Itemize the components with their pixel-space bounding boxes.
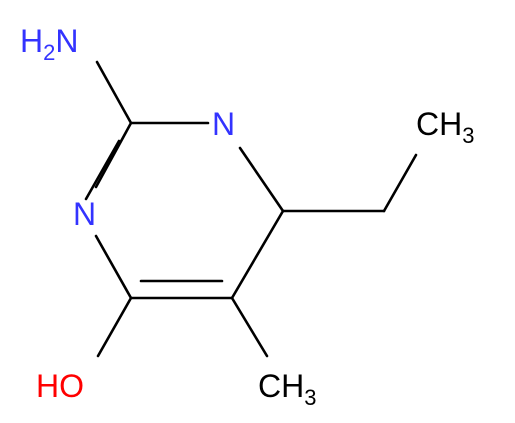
methyl-ch3-label: CH3	[258, 368, 316, 410]
bond-c2-n3	[94, 121, 133, 189]
bond-n3-c4	[94, 234, 133, 300]
n1-label: N	[212, 106, 235, 142]
n3-label: N	[73, 196, 96, 232]
bond-c5-c6	[230, 209, 285, 300]
bonds	[84, 60, 418, 358]
bond-c2-n3-double	[84, 139, 121, 201]
hydroxy-label: HO	[36, 368, 84, 404]
bond-n1-c6	[238, 146, 285, 213]
bond-ch2-ch3	[382, 153, 418, 213]
bond-c4-oh	[96, 296, 133, 358]
ethyl-ch3-label: CH3	[416, 106, 474, 148]
amine-label: H2N	[20, 23, 78, 65]
bond-c5-methyl	[230, 296, 269, 358]
atom-labels: H2N N N HO CH3 CH3	[20, 23, 474, 410]
bond-amine-c2	[95, 60, 133, 125]
